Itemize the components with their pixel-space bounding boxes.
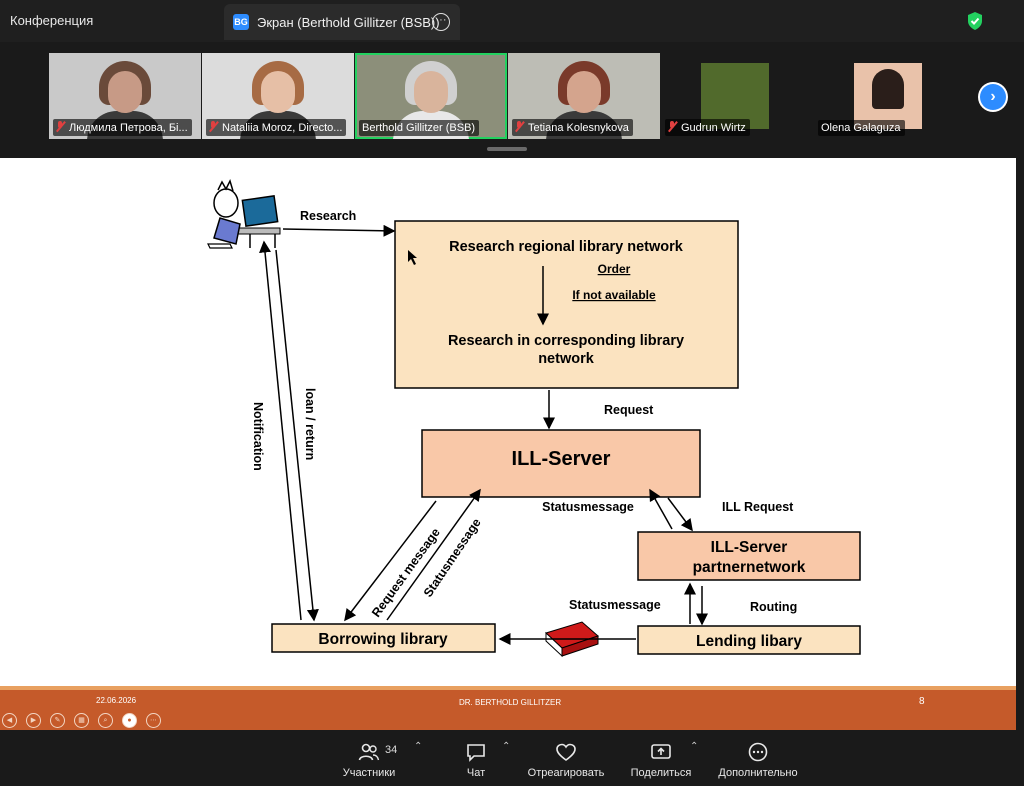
label-ill-request: ILL Request xyxy=(722,500,794,514)
chat-button[interactable]: Чат xyxy=(446,730,506,786)
participant-tile[interactable]: Olena Galaguza xyxy=(814,53,966,139)
slides-grid-icon[interactable]: ▦ xyxy=(74,713,89,728)
participants-icon xyxy=(358,743,380,761)
participants-button[interactable]: Участники xyxy=(326,730,412,786)
label-research: Research xyxy=(300,209,356,223)
share-label: Поделиться xyxy=(630,767,692,779)
slide-controls: ◀ ▶ ✎ ▦ ⌕ ● ⋯ xyxy=(2,709,170,728)
pen-icon[interactable]: ✎ xyxy=(50,713,65,728)
user-computer-icon xyxy=(207,178,281,249)
avatar xyxy=(87,61,163,139)
arrow-ill-request xyxy=(667,497,693,532)
mic-muted-icon xyxy=(515,121,524,132)
more-options-icon[interactable]: ··· xyxy=(432,13,450,31)
top-bar: Конференция BG Экран (Berthold Gillitzer… xyxy=(0,0,1024,42)
label-order: Order xyxy=(598,262,631,276)
avatar xyxy=(701,63,769,129)
chevron-up-icon[interactable]: ⌃ xyxy=(414,741,423,752)
book-icon xyxy=(545,621,599,658)
prev-slide-icon[interactable]: ◀ xyxy=(2,713,17,728)
avatar xyxy=(546,61,622,139)
next-page-button[interactable]: › xyxy=(978,82,1008,112)
arrow-research xyxy=(282,224,396,237)
box-partner-network xyxy=(637,531,861,581)
screen-share-label: Экран (Berthold Gillitzer (BSB)) xyxy=(257,15,440,30)
share-button[interactable]: Поделиться xyxy=(624,730,698,786)
label-loan-return: loan / return xyxy=(303,388,317,460)
chat-icon xyxy=(467,744,485,762)
more-button[interactable]: Дополнительно xyxy=(712,730,804,786)
more-icon[interactable]: ⋯ xyxy=(146,713,161,728)
participant-tile[interactable]: Nataliia Moroz, Directo... xyxy=(202,53,354,139)
chevron-up-icon[interactable]: ⌃ xyxy=(690,741,699,752)
participant-name: Berthold Gillitzer (BSB) xyxy=(359,120,480,136)
shield-icon[interactable] xyxy=(966,11,984,31)
participant-tile[interactable]: Berthold Gillitzer (BSB) xyxy=(355,53,507,139)
box-borrowing-library xyxy=(271,623,496,653)
lending-label: Lending libary xyxy=(696,633,802,650)
participant-tile[interactable]: Tetiana Kolesnykova xyxy=(508,53,660,139)
mic-muted-icon xyxy=(56,121,65,132)
arrow-loan-return xyxy=(275,249,319,622)
label-notification: Notification xyxy=(251,402,265,471)
participant-name: Tetiana Kolesnykova xyxy=(512,119,633,136)
mic-muted-icon xyxy=(668,121,677,132)
avatar xyxy=(393,61,469,139)
chevron-right-icon: › xyxy=(980,84,1006,110)
presenter-badge: BG xyxy=(233,14,249,30)
slide-footer: 22.06.2026 DR. BERTHOLD GILLITZER 8 xyxy=(0,686,1016,730)
heart-icon xyxy=(556,743,576,761)
chat-label: Чат xyxy=(466,767,486,779)
arrow-notification xyxy=(259,240,302,621)
shared-slide: Research Research regional library netwo… xyxy=(0,158,1016,730)
participants-label: Участники xyxy=(342,767,396,779)
avatar xyxy=(854,63,922,129)
participant-name: Людмила Петрова, Бі... xyxy=(53,119,192,136)
slide-author: DR. BERTHOLD GILLITZER xyxy=(459,698,562,707)
participants-count: 34 xyxy=(385,744,398,756)
screen-share-tab[interactable]: BG Экран (Berthold Gillitzer (BSB)) ··· xyxy=(224,4,460,40)
mic-muted-icon xyxy=(209,121,218,132)
slide-date: 22.06.2026 xyxy=(96,696,137,705)
ill-workflow-diagram: Research Research regional library netwo… xyxy=(207,178,861,658)
participant-name: Gudrun Wirtz xyxy=(665,119,750,136)
label-routing: Routing xyxy=(750,600,797,614)
window-title: Конференция xyxy=(10,13,94,28)
box-ill-server xyxy=(421,429,701,498)
label-statusmessage-top: Statusmessage xyxy=(542,500,634,514)
box-research-network xyxy=(394,220,739,389)
zoom-icon[interactable]: ⌕ xyxy=(98,713,113,728)
label-statusmessage-mid: Statusmessage xyxy=(569,598,661,612)
more-icon xyxy=(748,742,768,762)
next-slide-icon[interactable]: ▶ xyxy=(26,713,41,728)
arrow-status-to-server xyxy=(649,488,673,530)
camera-icon[interactable]: ● xyxy=(122,713,137,728)
participant-tile[interactable]: Gudrun Wirtz xyxy=(661,53,813,139)
cursor-icon xyxy=(408,250,417,265)
label-if-not-available: If not available xyxy=(572,288,656,302)
participant-name: Nataliia Moroz, Directo... xyxy=(206,119,347,136)
label-request: Request xyxy=(604,403,654,417)
borrowing-label: Borrowing library xyxy=(318,631,448,648)
chevron-up-icon[interactable]: ⌃ xyxy=(502,741,511,752)
box1-title: Research regional library network xyxy=(449,239,684,255)
meeting-toolbar: Участники 34 ⌃ Чат ⌃ Отреагировать Подел… xyxy=(0,730,1024,786)
more-label: Дополнительно xyxy=(718,767,798,779)
react-label: Отреагировать xyxy=(527,767,605,779)
ill-server-label: ILL-Server xyxy=(512,448,611,470)
slide-page-number: 8 xyxy=(919,696,925,707)
arrow-request-msg xyxy=(344,500,437,622)
avatar xyxy=(240,61,316,139)
participant-name: Olena Galaguza xyxy=(818,120,905,136)
arrow-statusmessage-up xyxy=(386,488,481,621)
share-screen-icon xyxy=(651,744,671,759)
box-lending-library xyxy=(637,625,861,655)
strip-drag-handle[interactable] xyxy=(487,147,527,151)
react-button[interactable]: Отреагировать xyxy=(522,730,610,786)
participant-tile[interactable]: Людмила Петрова, Бі... xyxy=(49,53,201,139)
